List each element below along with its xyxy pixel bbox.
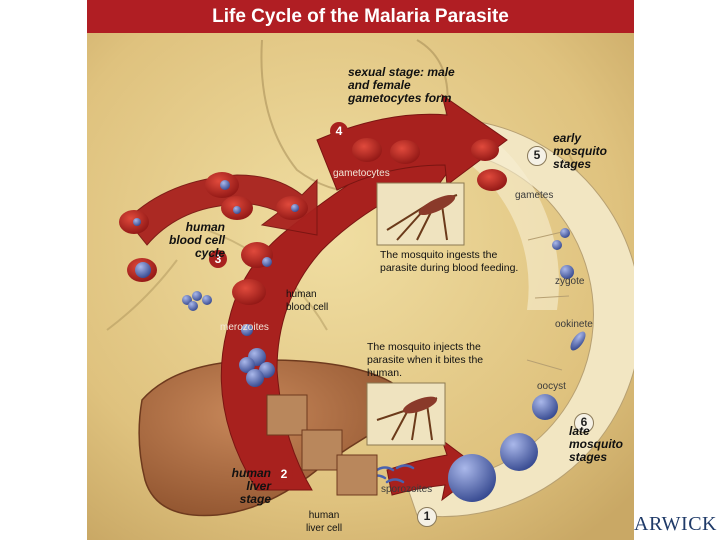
label-oocyst: oocyst (537, 381, 566, 392)
label-human-liver-cell: human liver cell (305, 510, 343, 534)
label-human-liver-stage: human liver stage (231, 466, 271, 506)
label-ookinete: ookinete (555, 319, 593, 330)
label-sexual-stage: sexual stage: male and female gametocyte… (348, 65, 455, 105)
label-zygote: zygote (555, 276, 585, 287)
stage-number-4: 4 (330, 122, 348, 140)
title-bar: Life Cycle of the Malaria Parasite (87, 0, 634, 33)
red-blood-cells (119, 138, 507, 305)
stage-number-3: 3 (209, 250, 227, 268)
stage-number-2: 2 (275, 465, 293, 483)
figure-title: Life Cycle of the Malaria Parasite (212, 6, 509, 27)
label-mosquito-ingests: The mosquito ingests the parasite during… (380, 249, 519, 274)
cycle-illustration (87, 33, 634, 540)
stage-number-1: 1 (417, 507, 437, 527)
liver-cell (266, 394, 308, 436)
label-merozoites: merozoites (220, 322, 269, 333)
label-human-blood-cell: human blood cell (286, 289, 329, 313)
stage-number-6: 6 (574, 413, 594, 433)
label-mosquito-injects: The mosquito injects the parasite when i… (367, 341, 484, 379)
label-human-blood-cell-cycle: human blood cell cycle (168, 220, 225, 260)
label-gametocytes: gametocytes (333, 168, 390, 179)
stage-number-5: 5 (527, 146, 547, 166)
left-arrow (126, 174, 318, 246)
label-gametes: gametes (515, 190, 554, 201)
warwick-logo: ARWICK (634, 513, 717, 535)
label-late-mosquito-stages: late mosquito stages (569, 424, 623, 464)
malaria-life-cycle-figure: Life Cycle of the Malaria Parasite 1 2 3… (87, 0, 634, 540)
label-early-mosquito-stages: early mosquito stages (553, 131, 607, 171)
label-sporozoites: sporozoites (381, 484, 433, 495)
